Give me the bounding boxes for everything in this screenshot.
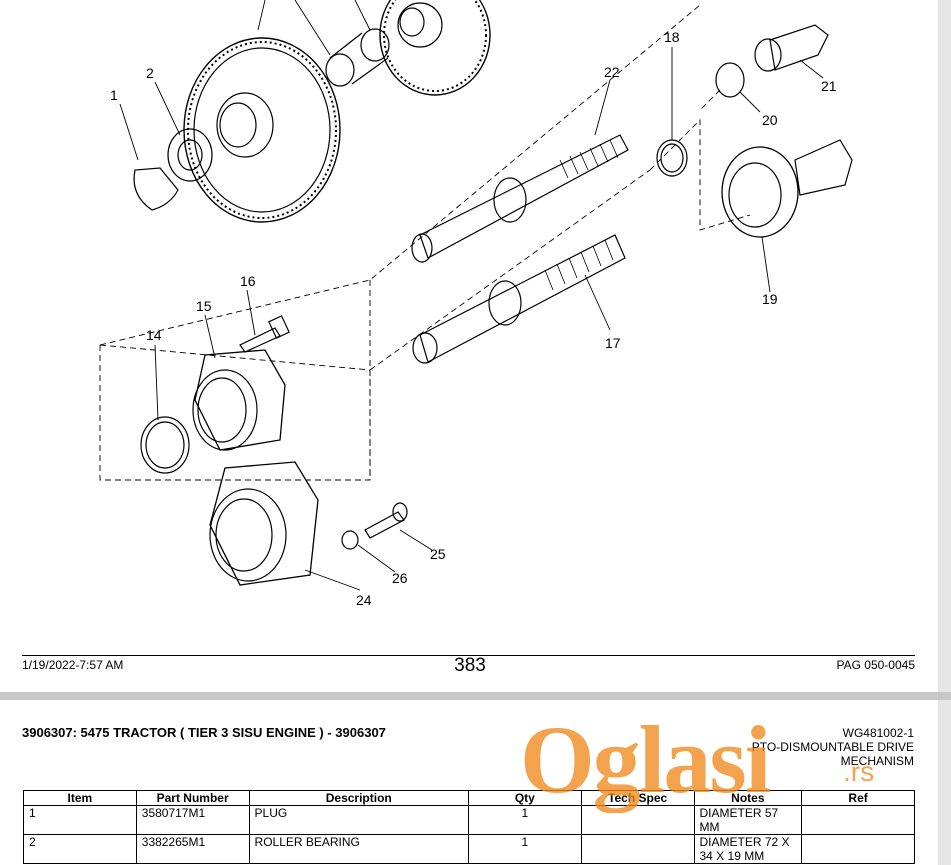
cell-tech-spec [580, 834, 695, 864]
cell-notes: DIAMETER 57 MM [693, 805, 803, 835]
col-ref: Ref [801, 790, 915, 806]
upper-gear [379, 0, 491, 96]
col-description: Description [248, 790, 469, 806]
cell-part-number: 3382265M1 [135, 834, 250, 864]
callout-18: 18 [664, 29, 680, 45]
table-row: 1 3580717M1 PLUG 1 DIAMETER 57 MM [23, 805, 915, 835]
callout-26: 26 [392, 570, 408, 586]
callout-1: 1 [110, 87, 118, 103]
cell-qty: 1 [467, 834, 582, 864]
callout-22: 22 [604, 64, 620, 80]
footer-date: 1/19/2022-7:57 AM [22, 658, 124, 672]
callout-20: 20 [762, 112, 778, 128]
table-row: 2 3382265M1 ROLLER BEARING 1 DIAMETER 72… [23, 834, 915, 864]
cell-description: ROLLER BEARING [248, 834, 469, 864]
cell-ref [801, 834, 915, 864]
exploded-parts-diagram: 1 2 14 15 16 17 18 19 20 21 22 24 25 26 [99, 0, 853, 608]
group-code-name: PTO-DISMOUNTABLE DRIVE [751, 740, 914, 754]
group-code-name-cont: MECHANISM [840, 754, 914, 768]
callout-19: 19 [762, 291, 778, 307]
page-number: 383 [454, 655, 486, 676]
parts-table: Item Part Number Description Qty Tech Sp… [23, 790, 915, 864]
cell-ref [801, 805, 915, 835]
model-title: 3906307: 5475 TRACTOR ( TIER 3 SISU ENGI… [22, 725, 386, 740]
cell-description: PLUG [248, 805, 469, 835]
group-code-id: WG481002-1 [842, 726, 914, 740]
col-part-number: Part Number [135, 790, 250, 806]
cell-item: 2 [23, 834, 137, 864]
callout-labels: 1 2 14 15 16 17 18 19 20 21 22 24 25 26 [110, 29, 837, 608]
callout-15: 15 [196, 298, 212, 314]
col-notes: Notes [693, 790, 803, 806]
catalog-page-diagram [0, 0, 939, 692]
watermark-logo: Oglasi [520, 706, 771, 813]
footer-reference: PAG 050-0045 [836, 658, 916, 672]
cell-tech-spec [580, 805, 695, 835]
page-edge [938, 700, 951, 865]
page-edge [938, 0, 951, 692]
large-gear [183, 37, 341, 223]
callout-2: 2 [146, 65, 154, 81]
cell-notes: DIAMETER 72 X 34 X 19 MM [693, 834, 803, 864]
group-code: WG481002-1 PTO-DISMOUNTABLE DRIVE MECHAN… [752, 726, 914, 768]
cell-item: 1 [23, 805, 137, 835]
callout-14: 14 [146, 327, 162, 343]
cell-part-number: 3580717M1 [135, 805, 250, 835]
watermark-suffix: .rs [843, 756, 875, 787]
table-header-row: Item Part Number Description Qty Tech Sp… [23, 790, 915, 806]
callout-16: 16 [240, 273, 256, 289]
callout-24: 24 [356, 592, 372, 608]
col-item: Item [23, 790, 137, 806]
footer-rule [22, 655, 915, 656]
callout-25: 25 [430, 546, 446, 562]
callout-17: 17 [605, 335, 621, 351]
callout-21: 21 [821, 78, 837, 94]
